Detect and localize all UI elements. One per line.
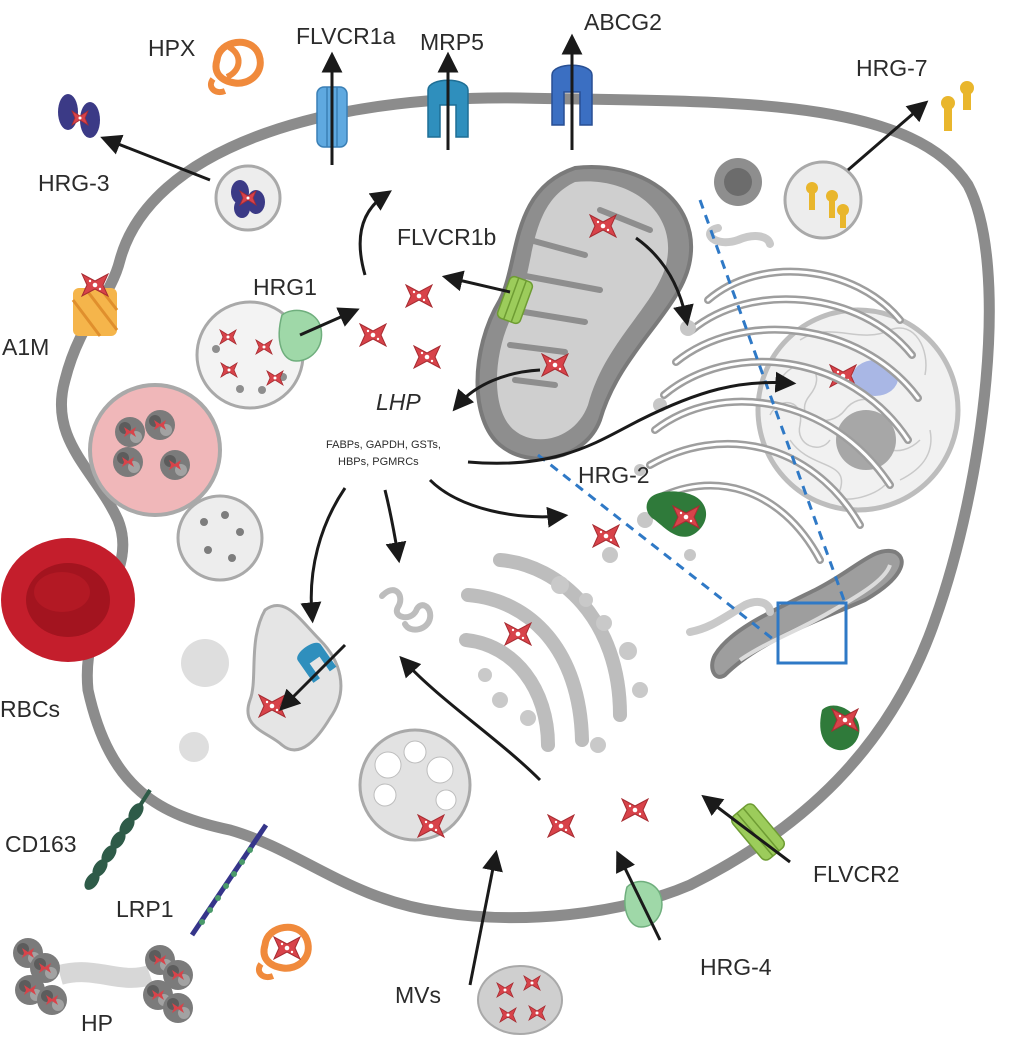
- a1m-protein: [71, 273, 119, 337]
- heme-carrier-blob: [246, 603, 343, 752]
- hrg3-vesicle: [214, 164, 282, 232]
- tubular-mitochondrion: [710, 548, 904, 679]
- arrow-mvs: [468, 849, 503, 986]
- zoom-line-lower: [537, 453, 779, 645]
- hpx-protein: [207, 38, 264, 95]
- label-lhp: LHP: [376, 389, 421, 415]
- label-cd163: CD163: [5, 831, 77, 857]
- hp-complex: [13, 938, 193, 1023]
- er-fragment: [706, 224, 774, 248]
- zoom-line-upper: [698, 199, 847, 604]
- label-a1m: A1M: [2, 334, 49, 360]
- hrg3-protein: [58, 94, 100, 138]
- phagolysosome: [88, 383, 264, 582]
- hrg7-protein: [941, 81, 974, 131]
- vesicle-a: [181, 639, 229, 687]
- blob-transporter: [297, 642, 337, 683]
- arrow-flvcr2: [701, 794, 791, 864]
- arrow-hrg3: [100, 134, 211, 182]
- arrow-blob-import: [279, 643, 347, 711]
- abcg2-transporter: [551, 64, 593, 126]
- arrow-to-golgi: [399, 655, 542, 782]
- arrow-mito-out: [452, 368, 541, 412]
- label-hrg3: HRG-3: [38, 170, 110, 196]
- arrow-lhp-coil: [383, 489, 407, 564]
- arrow-lhp-nucleus: [467, 371, 797, 465]
- label-lhp-members-2: HBPs, PGMRCs: [338, 456, 419, 468]
- zoom-region-box: [776, 601, 848, 665]
- label-lhp-members-1: FABPs, GAPDH, GSTs,: [326, 439, 441, 451]
- nucleus: [755, 307, 961, 513]
- arrow-mito-to-er: [635, 236, 694, 327]
- lrp1-receptor: [189, 823, 269, 937]
- label-mrp5: MRP5: [420, 29, 484, 55]
- cd163-receptor: [84, 788, 152, 890]
- arrow-lhp-hrg2: [428, 478, 569, 528]
- arrow-hrg4: [616, 850, 662, 941]
- label-hrg4: HRG-4: [700, 954, 772, 980]
- microvesicle: [477, 965, 563, 1035]
- label-lrp1: LRP1: [116, 896, 174, 922]
- label-rbcs: RBCs: [0, 696, 60, 722]
- label-hrg1: HRG1: [253, 274, 317, 300]
- label-flvcr2: FLVCR2: [813, 861, 900, 887]
- arrow-lhp-blob: [300, 487, 347, 624]
- mrp5-transporter: [427, 79, 469, 138]
- er-fragment-lower: [686, 598, 774, 636]
- arrow-to-flvcr1a: [358, 190, 392, 276]
- labels: HPX FLVCR1a MRP5 ABCG2 HRG-7 HRG-3 FLVCR…: [0, 9, 928, 1036]
- vesicle-b: [179, 732, 209, 762]
- hpx-heme-complex: [255, 923, 312, 980]
- peroxisome: [714, 158, 762, 206]
- arrow-hrg7: [847, 100, 929, 172]
- label-hpx: HPX: [148, 35, 195, 61]
- label-abcg2: ABCG2: [584, 9, 662, 35]
- label-hrg2: HRG-2: [578, 462, 650, 488]
- membrane-heme-receptor: [820, 705, 860, 751]
- multivesicular-body: [358, 728, 472, 842]
- flvcr1b-transporter: [496, 275, 534, 325]
- arrow-flvcr1b: [441, 270, 511, 294]
- arrow-hrg1: [299, 307, 360, 337]
- label-mvs: MVs: [395, 982, 441, 1008]
- label-flvcr1a: FLVCR1a: [296, 23, 395, 49]
- arrows: [100, 33, 929, 986]
- label-hp: HP: [81, 1010, 113, 1036]
- protein-coil: [379, 587, 434, 633]
- label-hrg7: HRG-7: [856, 55, 928, 81]
- hrg7-vesicle: [783, 160, 863, 240]
- label-flvcr1b: FLVCR1b: [397, 224, 496, 250]
- rbc: [1, 538, 135, 662]
